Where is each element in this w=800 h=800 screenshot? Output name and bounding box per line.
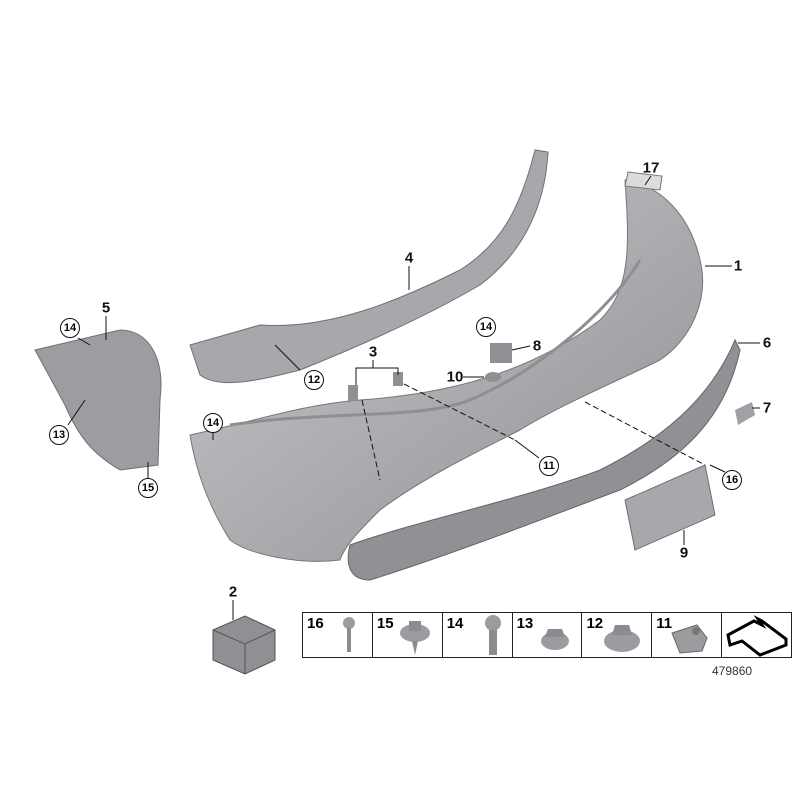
- callout-1: 1: [733, 257, 743, 275]
- callout-17: 17: [642, 159, 660, 177]
- legend-cell-15: 15: [373, 613, 443, 657]
- callout-8: 8: [532, 337, 542, 355]
- callout-6: 6: [762, 334, 772, 352]
- circled-callout-11: 11: [539, 456, 559, 476]
- callout-9: 9: [679, 544, 689, 562]
- arrow-icon: [726, 615, 788, 657]
- diagram-code: 479860: [712, 664, 753, 678]
- part-8: [490, 343, 512, 363]
- legend-cell-12: 12: [582, 613, 653, 657]
- side-bracket: [34, 329, 162, 471]
- circled-callout-14: 14: [60, 318, 80, 338]
- circled-callout-16: 16: [722, 470, 742, 490]
- screw-icon: [343, 617, 355, 652]
- bolt-icon: [484, 615, 501, 655]
- fastener-legend: 16 15 14 13 12 11: [302, 612, 792, 658]
- flange-nut-icon: [604, 625, 641, 652]
- callout-10: 10: [446, 368, 464, 386]
- circled-callout-14: 14: [476, 317, 496, 337]
- circled-callout-15: 15: [138, 478, 158, 498]
- callout-5: 5: [101, 299, 111, 317]
- circled-callout-14: 14: [203, 413, 223, 433]
- clip-nut-icon: [671, 624, 708, 654]
- box-part-2: [212, 615, 276, 675]
- part-17: [624, 171, 663, 191]
- legend-cell-13: 13: [513, 613, 583, 657]
- collar-screw-icon: [399, 621, 430, 655]
- circled-callout-13: 13: [49, 425, 69, 445]
- licence-plate-base: [624, 464, 716, 551]
- legend-cell-arrow: [722, 613, 791, 657]
- callout-4: 4: [404, 249, 414, 267]
- diffuser: [347, 338, 741, 581]
- part-3b: [393, 372, 403, 386]
- legend-cell-11: 11: [652, 613, 723, 657]
- circled-callout-12: 12: [304, 370, 324, 390]
- callout-3: 3: [368, 343, 378, 361]
- part-10: [485, 372, 501, 382]
- callout-7: 7: [762, 399, 772, 417]
- callout-2: 2: [228, 583, 238, 601]
- part-7: [735, 402, 755, 425]
- part-3a: [348, 385, 358, 401]
- hex-nut-icon: [540, 629, 569, 650]
- bumper-cover: [189, 179, 704, 562]
- legend-cell-14: 14: [443, 613, 513, 657]
- legend-cell-16: 16: [303, 613, 373, 657]
